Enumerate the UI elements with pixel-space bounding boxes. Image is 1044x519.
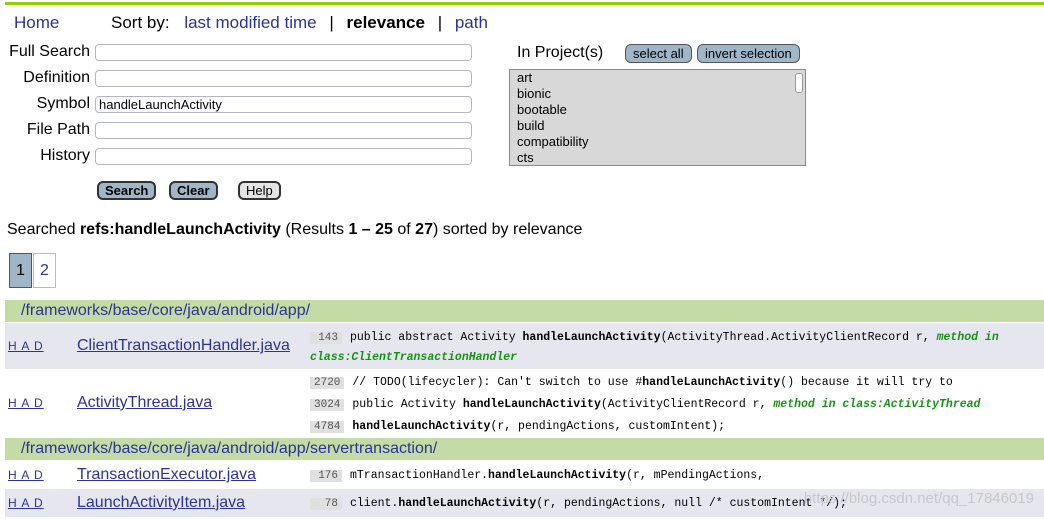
full-search-label: Full Search [9, 43, 90, 60]
file-link[interactable]: LaunchActivityItem.java [77, 494, 246, 511]
page-1-current: 1 [9, 253, 32, 288]
had-links[interactable]: H A D [8, 339, 44, 353]
code-line[interactable]: 176 mTransactionHandler.handleLaunchActiv… [310, 469, 764, 482]
sort-separator: | [329, 13, 334, 32]
directory-row: /frameworks/base/core/java/android/app/s… [5, 438, 1044, 460]
sort-by-label: Sort by: [111, 13, 170, 32]
history-input[interactable] [95, 148, 472, 165]
summary-prefix: Searched [7, 221, 80, 238]
home-link[interactable]: Home [14, 13, 60, 32]
clear-button[interactable]: Clear [169, 181, 218, 200]
project-option[interactable]: cts [517, 150, 534, 165]
code-text: // TODO(lifecycler): Can't switch to use… [352, 376, 643, 389]
symbol-input[interactable] [95, 96, 472, 113]
watermark-text: https://blog.csdn.net/qq_17846019 [803, 490, 1034, 507]
had-links[interactable]: H A D [8, 496, 44, 510]
code-text: (r, mPendingActions, [626, 469, 765, 482]
code-line[interactable]: 143 public abstract Activity handleLaunch… [310, 331, 999, 344]
sort-by-bar: Sort by: last modified time | relevance … [111, 13, 488, 33]
code-text: (r, pendingActions, customIntent); [490, 420, 726, 433]
file-link[interactable]: ActivityThread.java [77, 394, 213, 411]
code-line[interactable]: 2720 // TODO(lifecycler): Can't switch to… [310, 376, 953, 389]
summary-text: of [392, 221, 416, 238]
file-link[interactable]: ClientTransactionHandler.java [77, 337, 290, 354]
code-text: public Activity [352, 398, 463, 411]
results-summary: Searched refs:handleLaunchActivity (Resu… [7, 221, 582, 239]
file-path-label: File Path [26, 121, 90, 138]
summary-text: (Results [280, 221, 349, 238]
project-option[interactable]: bootable [517, 102, 567, 117]
definition-input[interactable] [95, 70, 472, 87]
project-option[interactable]: bionic [517, 86, 551, 101]
directory-row: /frameworks/base/core/java/android/app/ [5, 300, 1044, 322]
code-match: handleLaunchActivity [398, 497, 537, 510]
summary-range: 1 – 25 [348, 221, 393, 238]
definition-label: Definition [23, 69, 90, 86]
sort-separator: | [437, 13, 443, 32]
page-2-link[interactable]: 2 [33, 253, 56, 288]
code-line[interactable]: 78 client.handleLaunchActivity(r, pending… [310, 497, 847, 510]
line-number[interactable]: 78 [310, 498, 342, 510]
project-select-list[interactable]: art bionic bootable build compatibility … [509, 69, 806, 166]
line-number[interactable]: 176 [310, 470, 342, 482]
directory-link[interactable]: /frameworks/base/core/java/android/app/s… [21, 440, 438, 457]
code-scope-tag: class:ClientTransactionHandler [310, 351, 518, 364]
project-option[interactable]: art [517, 70, 533, 85]
line-number[interactable]: 4784 [310, 421, 345, 433]
table-row: H A D ActivityThread.java 2720 // TODO(li… [5, 372, 1044, 436]
code-match: handleLaunchActivity [488, 469, 627, 482]
line-number[interactable]: 2720 [310, 377, 345, 389]
code-line[interactable]: 4784 handleLaunchActivity(r, pendingActio… [310, 420, 725, 433]
summary-text: ) sorted by relevance [432, 221, 583, 238]
project-list-scrollbar[interactable] [795, 73, 803, 93]
top-accent-bar [5, 2, 1044, 5]
code-scope-tag: method in class:ActivityThread [773, 398, 981, 411]
sort-path-link[interactable]: path [454, 13, 488, 32]
sort-last-modified-link[interactable]: last modified time [184, 13, 317, 32]
code-text: (ActivityThread.ActivityClientRecord r, [660, 331, 937, 344]
code-line-wrap: class:ClientTransactionHandler [310, 351, 517, 364]
code-match: handleLaunchActivity [522, 331, 661, 344]
had-links[interactable]: H A D [8, 468, 44, 482]
table-row: H A D ClientTransactionHandler.java 143 p… [5, 323, 1044, 369]
search-button[interactable]: Search [97, 181, 157, 200]
in-projects-label: In Project(s) [517, 44, 604, 61]
code-scope-tag: method in [936, 331, 999, 344]
symbol-label: Symbol [36, 95, 90, 112]
summary-total: 27 [415, 221, 433, 238]
code-text: (r, pendingActions, null /* customIntent… [536, 497, 847, 510]
code-text: client. [350, 497, 399, 510]
code-match: handleLaunchActivity [462, 398, 601, 411]
file-path-input[interactable] [95, 122, 472, 139]
code-text: () because it will try to [780, 376, 953, 389]
code-line[interactable]: 3024 public Activity handleLaunchActivity… [310, 398, 980, 411]
code-text: public abstract Activity [350, 331, 523, 344]
help-button[interactable]: Help [238, 181, 281, 200]
table-row: H A D TransactionExecutor.java 176 mTrans… [5, 462, 1044, 489]
summary-query: refs:handleLaunchActivity [79, 221, 281, 238]
code-text: (ActivityClientRecord r, [600, 398, 774, 411]
file-link[interactable]: TransactionExecutor.java [77, 466, 257, 483]
invert-selection-button[interactable]: invert selection [697, 44, 800, 63]
code-match: handleLaunchActivity [352, 420, 491, 433]
directory-link[interactable]: /frameworks/base/core/java/android/app/ [21, 302, 311, 319]
code-match: handleLaunchActivity [642, 376, 781, 389]
line-number[interactable]: 3024 [310, 399, 345, 411]
code-text: mTransactionHandler. [350, 469, 489, 482]
sort-relevance-current: relevance [346, 13, 425, 32]
project-option[interactable]: build [517, 118, 545, 133]
history-label: History [40, 147, 90, 164]
full-search-input[interactable] [95, 44, 472, 61]
select-all-button[interactable]: select all [625, 44, 692, 63]
project-option[interactable]: compatibility [517, 134, 589, 149]
had-links[interactable]: H A D [8, 396, 44, 410]
line-number[interactable]: 143 [310, 332, 342, 344]
